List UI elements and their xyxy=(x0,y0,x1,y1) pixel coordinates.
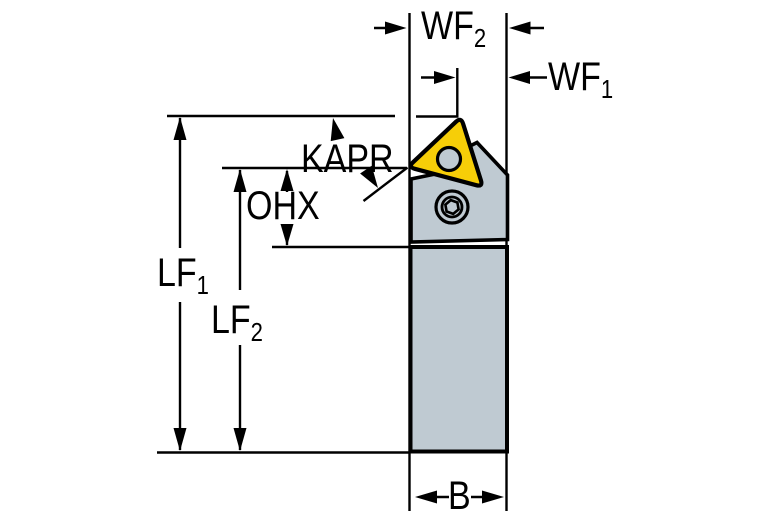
label-wf2-base: WF xyxy=(421,4,474,48)
label-lf2: LF2 xyxy=(211,298,263,345)
kapr-upper-arrowhead xyxy=(330,118,345,142)
label-lf1-subscript: 1 xyxy=(196,270,209,300)
kapr-cutting-edge-line xyxy=(362,166,409,202)
label-ohx-text: OHX xyxy=(246,184,320,228)
b-left-arrowhead xyxy=(415,490,437,504)
lf2-down-arrowhead xyxy=(233,428,247,451)
wf1-right-arrowhead xyxy=(508,71,530,84)
tool-shank xyxy=(408,245,509,454)
label-kapr: KAPR xyxy=(301,139,394,179)
wf1-left-arrowhead xyxy=(434,71,456,84)
label-wf1-subscript: 1 xyxy=(600,74,614,104)
label-wf1: WF1 xyxy=(548,55,613,102)
label-ohx: OHX xyxy=(246,186,320,226)
wf2-right-arrowhead xyxy=(509,21,531,35)
lf2-dimension xyxy=(233,169,247,451)
label-b-text: B xyxy=(448,474,471,518)
label-lf1-base: LF xyxy=(157,251,197,295)
label-wf2-subscript: 2 xyxy=(473,23,487,53)
label-kapr-text: KAPR xyxy=(301,137,394,181)
ohx-dimension xyxy=(280,169,294,246)
ohx-up-arrowhead xyxy=(280,169,294,191)
wf1-dimension xyxy=(421,71,547,84)
clamp-screw xyxy=(434,189,470,225)
label-b: B xyxy=(448,476,471,516)
lf1-up-arrowhead xyxy=(173,117,187,140)
wf2-left-arrowhead xyxy=(385,21,407,35)
kapr-angle-annotation xyxy=(330,118,378,188)
ohx-down-arrowhead xyxy=(280,224,294,246)
b-right-arrowhead xyxy=(482,490,504,504)
label-wf2: WF2 xyxy=(421,4,486,51)
lf1-down-arrowhead xyxy=(173,428,187,451)
lf1-dimension xyxy=(173,117,187,451)
insert-hole xyxy=(435,145,463,173)
wf2-dimension xyxy=(374,21,544,35)
kapr-lower-arrowhead xyxy=(360,165,378,188)
screw-hex-socket xyxy=(443,198,461,216)
lf2-up-arrowhead xyxy=(233,169,247,192)
b-dimension xyxy=(415,490,504,504)
label-lf2-subscript: 2 xyxy=(250,317,263,347)
label-wf1-base: WF xyxy=(548,55,601,99)
label-lf1: LF1 xyxy=(157,251,209,298)
label-lf2-base: LF xyxy=(211,298,251,342)
insert-apex-reference-line xyxy=(416,68,459,118)
